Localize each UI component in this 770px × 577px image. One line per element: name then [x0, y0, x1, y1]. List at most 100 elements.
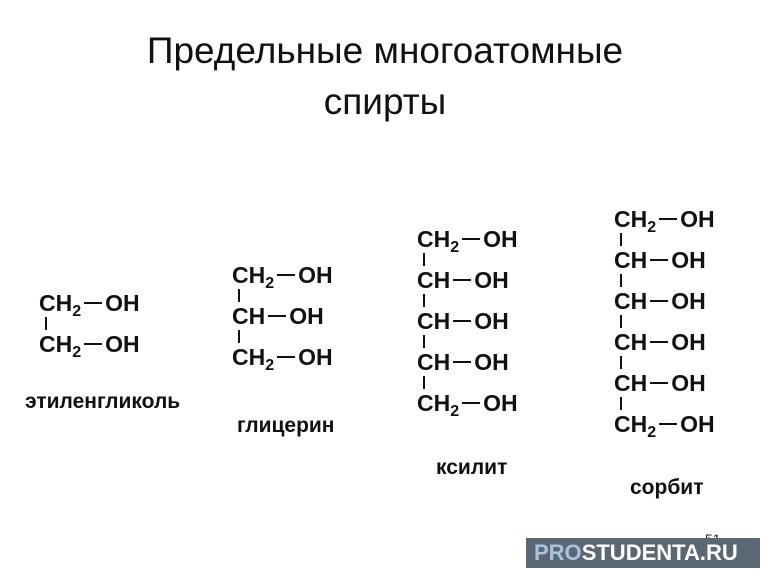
subscript: 2 [450, 403, 460, 420]
molecule-row: CH2 OH [614, 199, 715, 240]
hydroxyl-group: OH [474, 267, 509, 293]
carbon-text: CH [417, 267, 451, 293]
subscript: 2 [72, 303, 82, 320]
hydroxyl-group: OH [680, 206, 715, 232]
carbon-text: CH [614, 247, 648, 273]
carbon-text: CH [232, 303, 266, 329]
vertical-bond [620, 315, 622, 328]
horizontal-bond [453, 278, 472, 281]
hydroxyl-group: OH [483, 390, 518, 416]
molecule-row: CH OH [614, 274, 715, 322]
vertical-bond [238, 330, 240, 343]
carbon-group: CH2 [232, 337, 274, 378]
horizontal-bond [277, 355, 296, 358]
subscript: 2 [647, 424, 657, 441]
hydroxyl-group: OH [474, 349, 509, 375]
horizontal-bond [462, 237, 481, 240]
carbon-group: CH [417, 301, 450, 342]
hydroxyl-group: OH [671, 288, 706, 314]
horizontal-bond [650, 258, 669, 261]
carbon-group: CH2 [417, 383, 459, 424]
vertical-bond [423, 376, 425, 389]
horizontal-bond [650, 381, 669, 384]
carbon-text: CH [232, 262, 266, 288]
horizontal-bond [84, 342, 103, 345]
carbon-text: CH [614, 411, 648, 437]
vertical-bond [238, 289, 240, 302]
molecule-row: CH2 OH [39, 283, 140, 324]
horizontal-bond [650, 340, 669, 343]
vertical-bond [45, 317, 47, 330]
carbon-text: CH [417, 308, 451, 334]
hydroxyl-group: OH [483, 226, 518, 252]
hydroxyl-group: OH [105, 290, 140, 316]
carbon-group: CH2 [39, 324, 81, 365]
carbon-text: CH [614, 370, 648, 396]
watermark-text: PROSTUDENTA.RU [534, 538, 738, 568]
hydroxyl-group: OH [105, 331, 140, 357]
molecule-row: CH OH [614, 356, 715, 404]
molecule-row: CH OH [417, 294, 518, 342]
carbon-group: CH [614, 240, 647, 281]
molecule-row: CH OH [417, 253, 518, 301]
horizontal-bond [659, 422, 678, 425]
carbon-text: CH [614, 206, 648, 232]
carbon-text: CH [417, 349, 451, 375]
hydroxyl-group: OH [671, 370, 706, 396]
vertical-bond [620, 356, 622, 369]
label-xylitol: ксилит [436, 456, 508, 479]
subscript: 2 [450, 239, 460, 256]
slide-title-line2: спирты [323, 81, 447, 122]
hydroxyl-group: OH [474, 308, 509, 334]
carbon-group: CH [614, 322, 647, 363]
carbon-text: CH [39, 331, 73, 357]
subscript: 2 [265, 357, 275, 374]
label-sorbitol: сорбит [630, 476, 704, 499]
molecule-row: CH2 OH [232, 255, 333, 296]
carbon-group: CH [417, 260, 450, 301]
molecule-row: CH OH [614, 233, 715, 281]
horizontal-bond [659, 217, 678, 220]
carbon-group: CH [614, 281, 647, 322]
carbon-group: CH2 [417, 219, 459, 260]
horizontal-bond [650, 299, 669, 302]
subscript: 2 [265, 275, 275, 292]
carbon-text: CH [417, 390, 451, 416]
label-glycerol: глицерин [237, 414, 335, 437]
horizontal-bond [84, 301, 103, 304]
hydroxyl-group: OH [298, 262, 333, 288]
vertical-bond [423, 253, 425, 266]
carbon-group: CH [232, 296, 265, 337]
molecule-row: CH OH [614, 315, 715, 363]
carbon-text: CH [417, 226, 451, 252]
carbon-text: CH [614, 329, 648, 355]
carbon-text: CH [614, 288, 648, 314]
carbon-text: CH [39, 290, 73, 316]
carbon-group: CH [614, 363, 647, 404]
horizontal-bond [277, 273, 296, 276]
molecule-row: CH2 OH [417, 376, 518, 424]
subscript: 2 [647, 219, 657, 236]
hydroxyl-group: OH [671, 329, 706, 355]
vertical-bond [423, 335, 425, 348]
subscript: 2 [72, 344, 82, 361]
slide-title-line1: Предельные многоатомные [146, 30, 624, 71]
molecule-row: CH2 OH [417, 219, 518, 260]
carbon-group: CH2 [614, 199, 656, 240]
label-ethylene-glycol: этиленгликоль [25, 390, 181, 413]
hydroxyl-group: OH [289, 303, 324, 329]
horizontal-bond [453, 360, 472, 363]
carbon-group: CH2 [232, 255, 274, 296]
molecule-row: CH2 OH [39, 317, 140, 365]
hydroxyl-group: OH [671, 247, 706, 273]
horizontal-bond [462, 401, 481, 404]
watermark-pro: PRO [534, 540, 582, 565]
carbon-text: CH [232, 344, 266, 370]
molecule-row: CH OH [417, 335, 518, 383]
